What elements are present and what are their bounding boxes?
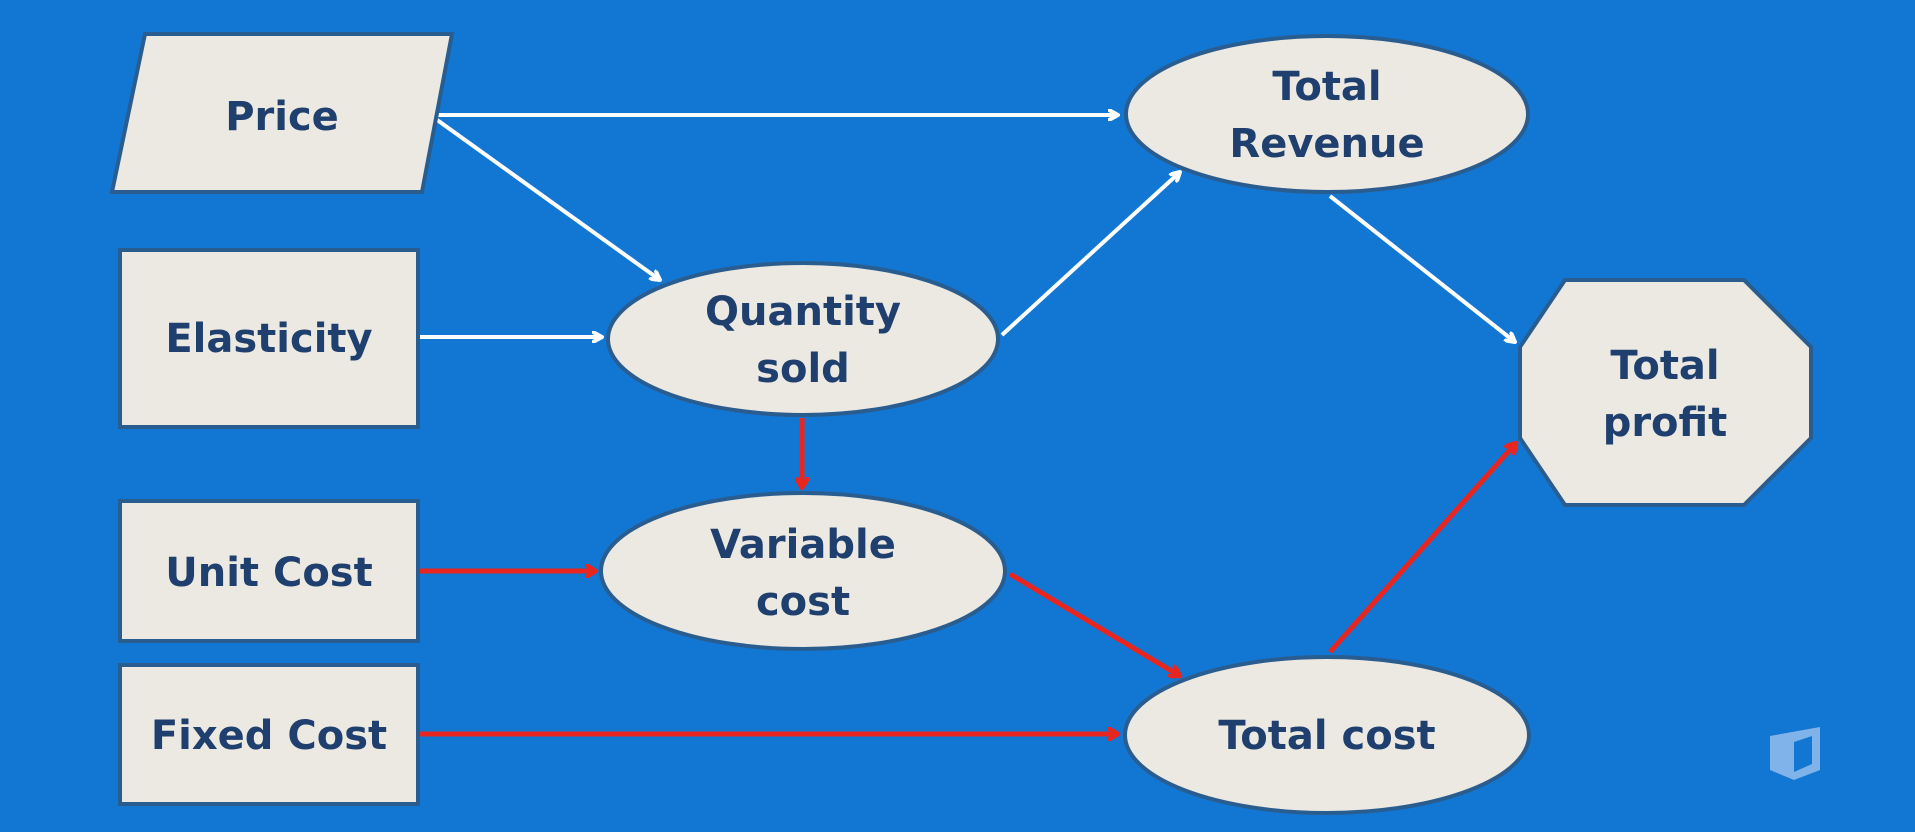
- node-total-revenue: Total Revenue: [1124, 34, 1530, 194]
- node-fixed-cost-label: Fixed Cost: [151, 713, 387, 759]
- node-variable-cost-label-line2: cost: [756, 579, 850, 625]
- node-quantity-sold: Quantity sold: [606, 261, 1000, 417]
- node-quantity-sold-label-line1: Quantity: [705, 289, 901, 335]
- node-total-cost-label: Total cost: [1218, 713, 1435, 759]
- node-elasticity-label: Elasticity: [165, 316, 372, 362]
- node-total-revenue-label-line1: Total: [1272, 64, 1381, 110]
- edge-total-cost-to-total-profit: [1328, 443, 1516, 654]
- node-total-profit-label-line1: Total: [1610, 343, 1719, 389]
- node-total-cost: Total cost: [1123, 655, 1531, 815]
- node-elasticity: Elasticity: [118, 248, 420, 429]
- book-icon: [1770, 727, 1820, 780]
- node-total-revenue-label-line2: Revenue: [1229, 121, 1424, 167]
- node-unit-cost: Unit Cost: [118, 499, 420, 643]
- edge-price-to-quantity-sold: [431, 115, 660, 280]
- node-price-label: Price: [225, 94, 339, 140]
- node-fixed-cost: Fixed Cost: [118, 663, 420, 806]
- edge-quantity-sold-to-total-revenue: [1000, 172, 1180, 337]
- node-total-profit-label-line2: profit: [1603, 400, 1728, 446]
- node-unit-cost-label: Unit Cost: [165, 550, 372, 596]
- edge-total-revenue-to-total-profit: [1328, 194, 1515, 342]
- edge-variable-cost-to-total-cost: [1008, 571, 1180, 676]
- node-quantity-sold-label-line2: sold: [756, 346, 850, 392]
- node-total-profit: Total profit: [1518, 278, 1813, 507]
- node-variable-cost: Variable cost: [599, 491, 1007, 651]
- node-variable-cost-label-line1: Variable: [710, 522, 896, 568]
- node-price: Price: [109, 32, 455, 194]
